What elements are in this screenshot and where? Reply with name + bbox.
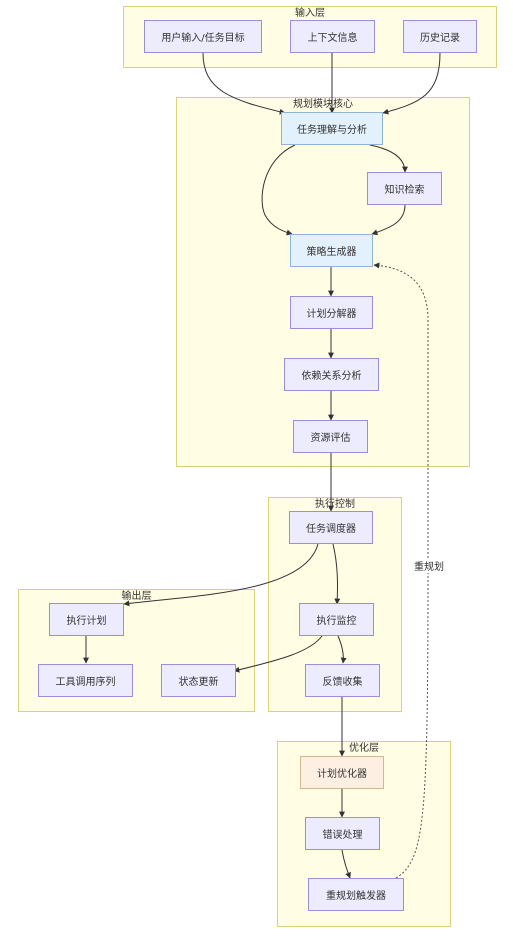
node-feedback-collect-label: 反馈收集	[322, 677, 363, 688]
node-error-handling-label: 错误处理	[322, 830, 363, 841]
edge-label-replan: 重规划	[412, 558, 446, 573]
input-layer-title: 输入层	[295, 8, 325, 19]
node-resource-eval[interactable]: 资源评估	[293, 420, 368, 453]
node-exec-monitor[interactable]: 执行监控	[299, 603, 374, 636]
node-resource-eval-label: 资源评估	[310, 433, 351, 444]
planning-layer-title: 规划模块核心	[293, 99, 353, 110]
edge-history-to-task	[382, 52, 441, 115]
planning-layer: 规划模块核心	[176, 97, 470, 467]
node-dependency-analysis[interactable]: 依赖关系分析	[284, 358, 379, 391]
node-user-input-label: 用户输入/任务目标	[161, 33, 245, 44]
node-task-scheduler[interactable]: 任务调度器	[289, 511, 373, 544]
output-layer-title: 输出层	[121, 591, 152, 602]
node-plan-optimizer-label: 计划优化器	[317, 769, 367, 780]
node-plan-decomposer[interactable]: 计划分解器	[290, 296, 373, 329]
edge-knowledge-to-strategy	[371, 204, 406, 236]
node-task-scheduler-label: 任务调度器	[306, 524, 356, 535]
node-strategy-generator[interactable]: 策略生成器	[290, 234, 373, 267]
node-context-label: 上下文信息	[307, 33, 358, 44]
node-task-understanding[interactable]: 任务理解与分析	[281, 112, 383, 145]
node-tool-sequence[interactable]: 工具调用序列	[38, 664, 133, 697]
node-feedback-collect[interactable]: 反馈收集	[305, 664, 380, 697]
node-exec-plan[interactable]: 执行计划	[49, 603, 124, 636]
edge-error-to-replan	[341, 849, 351, 879]
node-history[interactable]: 历史记录	[403, 20, 477, 53]
node-knowledge-retrieval-label: 知识检索	[384, 185, 425, 196]
node-state-update[interactable]: 状态更新	[161, 664, 236, 697]
node-state-update-label: 状态更新	[178, 677, 219, 688]
edge-scheduler-to-exec-plan	[123, 543, 319, 607]
node-exec-plan-label: 执行计划	[66, 616, 107, 627]
node-task-understanding-label: 任务理解与分析	[297, 125, 367, 136]
node-user-input[interactable]: 用户输入/任务目标	[144, 20, 262, 53]
node-plan-decomposer-label: 计划分解器	[306, 309, 357, 320]
edge-monitor-to-state	[233, 635, 323, 673]
edge-task-to-strategy	[261, 144, 296, 236]
node-dependency-analysis-label: 依赖关系分析	[301, 371, 362, 382]
node-replan-trigger[interactable]: 重规划触发器	[308, 878, 404, 911]
node-plan-optimizer[interactable]: 计划优化器	[300, 756, 384, 789]
node-replan-trigger-label: 重规划触发器	[326, 891, 386, 902]
node-error-handling[interactable]: 错误处理	[305, 817, 380, 850]
optimization-layer-title: 优化层	[349, 743, 379, 754]
node-exec-monitor-label: 执行监控	[316, 616, 357, 627]
node-strategy-generator-label: 策略生成器	[306, 247, 357, 258]
node-context[interactable]: 上下文信息	[290, 20, 375, 53]
edge-task-to-knowledge	[369, 144, 408, 173]
execution-layer-title: 执行控制	[315, 499, 355, 510]
edge-user-input-to-task	[202, 52, 286, 115]
edge-monitor-to-feedback	[337, 635, 347, 664]
edge-scheduler-to-monitor	[332, 543, 341, 605]
node-knowledge-retrieval[interactable]: 知识检索	[367, 172, 442, 205]
node-history-label: 历史记录	[420, 33, 460, 44]
node-tool-sequence-label: 工具调用序列	[55, 677, 116, 688]
